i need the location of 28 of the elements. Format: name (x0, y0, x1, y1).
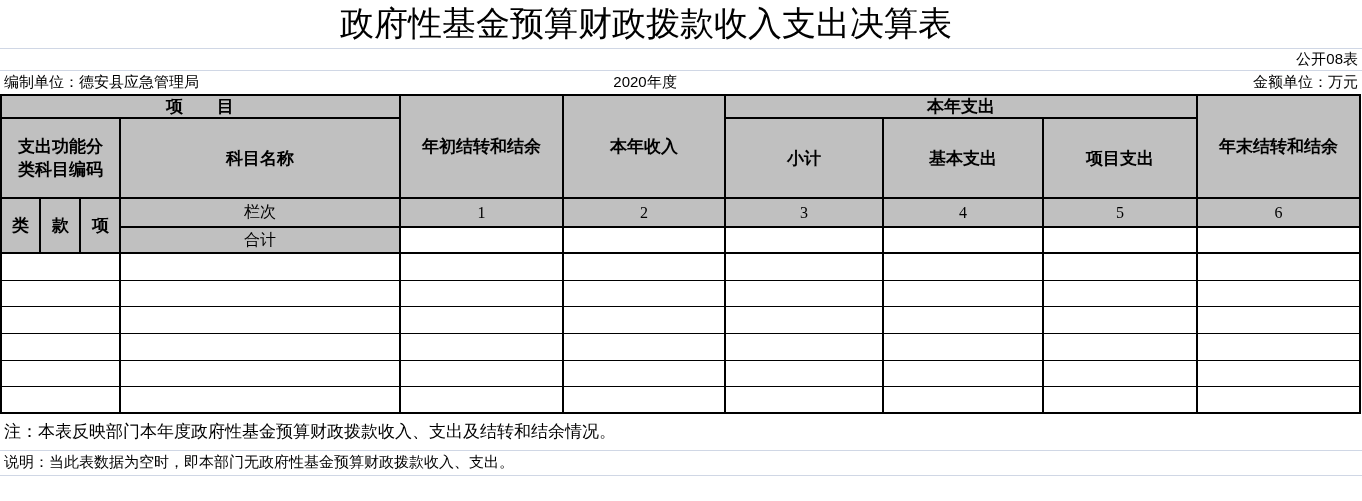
table-number: 公开08表 (1295, 48, 1358, 69)
column-header: 1 (400, 198, 563, 227)
column-header: 本年收入 (563, 94, 725, 198)
column-header: 科目名称 (120, 118, 400, 198)
compiling-unit: 编制单位：德安县应急管理局 (4, 71, 200, 92)
explanation-text: 说明：当此表数据为空时，即本部门无政府性基金预算财政拨款收入、支出。 (4, 452, 515, 472)
column-header: 项目支出 (1043, 118, 1197, 198)
column-header: 支出功能分类科目编码 (0, 118, 120, 198)
year-label: 2020年度 (612, 71, 678, 92)
column-header: 类 (0, 198, 40, 253)
column-header: 2 (563, 198, 725, 227)
column-header: 6 (1197, 198, 1360, 227)
column-header: 本年支出 (725, 94, 1197, 118)
column-header: 年末结转和结余 (1197, 94, 1360, 198)
column-header: 年初结转和结余 (400, 94, 563, 198)
column-header: 5 (1043, 198, 1197, 227)
table-title: 政府性基金预算财政拨款收入支出决算表 (339, 4, 953, 44)
column-header: 基本支出 (883, 118, 1043, 198)
column-header: 项 (80, 198, 120, 253)
note-text: 注：本表反映部门本年度政府性基金预算财政拨款收入、支出及结转和结余情况。 (4, 421, 617, 443)
column-header: 栏次 (120, 198, 400, 227)
column-header: 3 (725, 198, 883, 227)
column-header: 款 (40, 198, 80, 253)
column-header: 4 (883, 198, 1043, 227)
column-header: 小计 (725, 118, 883, 198)
unit-label: 金额单位：万元 (1252, 71, 1358, 92)
column-header: 合计 (120, 227, 400, 253)
column-header: 项 目 (0, 94, 400, 118)
